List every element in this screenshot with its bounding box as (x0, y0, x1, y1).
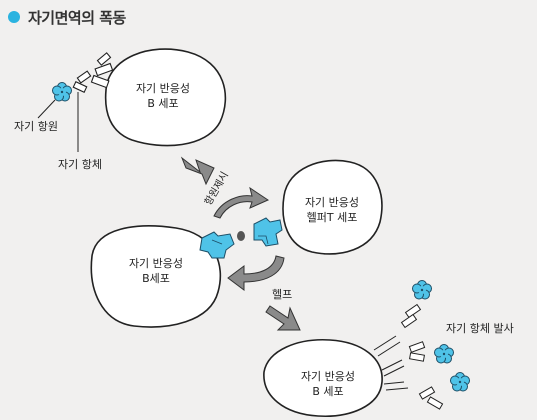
released-antibody-2 (408, 341, 426, 362)
receptor-antibodies (72, 52, 114, 93)
arrow-to-bottom-cell (265, 305, 301, 331)
mhc-antigen-complex (199, 231, 235, 259)
self-antibody-label: 자기 항체 (58, 158, 102, 171)
title-bullet-icon (8, 11, 20, 23)
self-antigen-pointer (37, 99, 56, 119)
antibody-release-label: 자기 항체 발사 (446, 322, 514, 335)
tcr-receptor (253, 217, 283, 247)
self-antigen-label: 자기 항원 (14, 120, 58, 133)
cell-helper-t: 자기 반응성 헬퍼T 세포 (282, 159, 383, 255)
released-antigen-2-icon (434, 344, 454, 364)
released-antigen-3-icon (450, 372, 470, 392)
cell-b-bottom: 자기 반응성 B 세포 (263, 339, 383, 417)
antigen-presentation-arrow (213, 186, 270, 219)
self-antigen-icon (52, 82, 72, 102)
cell-b-bottom-label-1: 자기 반응성 (301, 370, 355, 383)
released-antibody-3 (418, 386, 444, 410)
released-antibody-1 (400, 303, 422, 329)
antibody-release-lines (373, 335, 409, 391)
cell-b-middle-label-2: B세포 (142, 272, 170, 285)
cell-b-middle-label-1: 자기 반응성 (129, 257, 183, 270)
cell-b-top-label-1: 자기 반응성 (136, 82, 190, 95)
cell-b-middle: 자기 반응성 B세포 (90, 225, 222, 328)
page-title: 자기면역의 폭동 (8, 6, 126, 28)
help-label: 헬프 (272, 288, 292, 301)
cell-helper-t-label-2: 헬퍼T 세포 (307, 211, 358, 224)
antigen-fragment (237, 231, 245, 241)
cell-helper-t-label-1: 자기 반응성 (305, 196, 359, 209)
cell-b-top-label-2: B 세포 (147, 97, 178, 110)
cell-b-top: 자기 반응성 B 세포 (104, 48, 227, 147)
title-text: 자기면역의 폭동 (28, 8, 126, 27)
help-arrow (227, 255, 285, 291)
released-antigen-1-icon (412, 280, 432, 300)
cell-b-bottom-label-2: B 세포 (312, 385, 343, 398)
arrow-to-presentation (180, 156, 215, 186)
